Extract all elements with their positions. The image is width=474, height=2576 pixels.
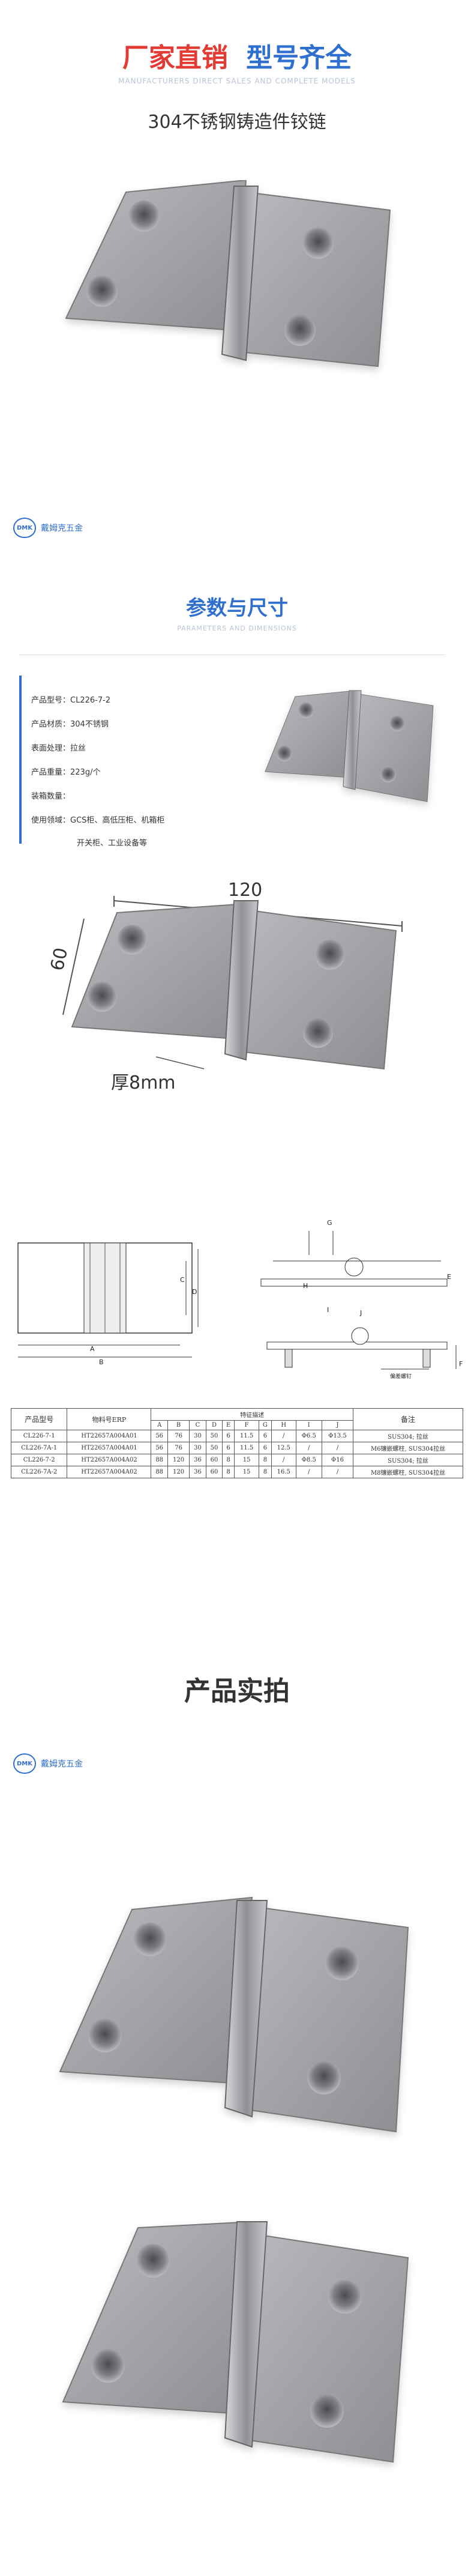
- th-feature: 特征描述: [151, 1408, 354, 1421]
- brand-logo-icon: DMK: [13, 518, 36, 538]
- params-title: 参数与尺寸: [186, 596, 288, 620]
- th-g: G: [258, 1420, 272, 1430]
- spec-model: 产品型号：CL226-7-2: [31, 696, 111, 705]
- th-a: A: [151, 1420, 168, 1430]
- spec-surface: 表面处理：拉丝: [31, 744, 86, 753]
- spec-material: 产品材质：304不锈钢: [31, 720, 109, 729]
- th-i: I: [295, 1420, 322, 1430]
- dl-i: I: [327, 1306, 329, 1314]
- spec-pack: 装箱数量：: [31, 792, 71, 801]
- brand-name-2: 戴姆克五金: [41, 1759, 83, 1769]
- photos-title: 产品实拍: [184, 1676, 290, 1707]
- brand-name: 戴姆克五金: [41, 524, 83, 533]
- dl-c: C: [180, 1276, 185, 1284]
- spec-weight: 产品重量：223g/个: [31, 768, 101, 777]
- th-j: J: [321, 1420, 354, 1430]
- th-b: B: [167, 1420, 190, 1430]
- dl-note: 偏差螺钉: [390, 1374, 412, 1380]
- th-e: E: [222, 1420, 235, 1430]
- th-erp: 物料号ERP: [67, 1408, 152, 1430]
- brand-logo-row: DMK 戴姆克五金: [13, 518, 83, 538]
- dl-e: E: [447, 1273, 451, 1281]
- th-h: H: [271, 1420, 296, 1430]
- th-d: D: [205, 1420, 223, 1430]
- th-model: 产品型号: [10, 1408, 68, 1430]
- header-title: 厂家直销 型号齐全: [0, 36, 474, 74]
- th-f: F: [234, 1420, 259, 1430]
- subtitle: 304不锈钢铸造件铰链: [148, 112, 326, 133]
- title-en: MANUFACTURERS DIRECT SALES AND COMPLETE …: [118, 77, 356, 85]
- dl-b: B: [99, 1358, 104, 1366]
- dl-h: H: [303, 1282, 308, 1290]
- brand-logo-icon-2: DMK: [13, 1753, 36, 1774]
- dim-length: 120: [228, 880, 263, 901]
- dl-d: D: [192, 1288, 197, 1296]
- hero-hinge-image: [65, 180, 391, 367]
- dim-thickness: 厚8mm: [111, 1072, 176, 1093]
- dimension-hinge-image: [62, 896, 403, 1070]
- th-note: 备注: [353, 1408, 463, 1430]
- spec-application: 使用领域：GCS柜、高低压柜、机箱柜: [31, 816, 165, 825]
- photo-hinge-2: [62, 2221, 409, 2463]
- spec-table-wrap: 产品型号 物料号ERP 特征描述 备注 A B C D E F G H I J …: [10, 1408, 463, 1478]
- th-c: C: [189, 1420, 206, 1430]
- photo-hinge-1: [59, 1896, 409, 2133]
- spec-hinge-image: [265, 690, 434, 802]
- spec-application-2: 开关柜、工业设备等: [77, 839, 148, 848]
- dl-g: G: [327, 1219, 332, 1227]
- dl-a: A: [90, 1345, 95, 1353]
- brand-logo-row-2: DMK 戴姆克五金: [13, 1753, 83, 1774]
- spec-box: 产品型号：CL226-7-2 产品材质：304不锈钢 表面处理：拉丝 产品重量：…: [19, 676, 445, 848]
- dl-j: J: [360, 1309, 362, 1317]
- technical-drawing: [17, 1231, 457, 1370]
- params-title-en: PARAMETERS AND DIMENSIONS: [177, 624, 297, 632]
- spec-table: 产品型号 物料号ERP 特征描述 备注 A B C D E F G H I J …: [10, 1408, 463, 1478]
- dl-f: F: [459, 1360, 463, 1368]
- title-red: 厂家直销: [122, 43, 228, 73]
- title-blue: 型号齐全: [246, 43, 352, 73]
